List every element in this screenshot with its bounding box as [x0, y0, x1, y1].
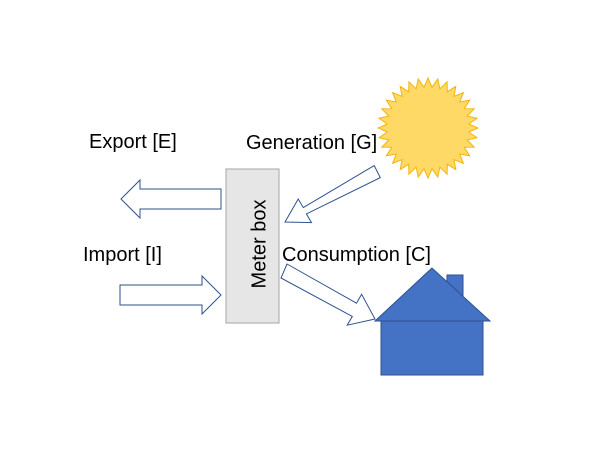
- export-arrow: [120, 178, 222, 220]
- generation-arrow: [284, 164, 381, 224]
- import-label: Import [I]: [83, 244, 162, 266]
- export-label: Export [E]: [89, 131, 177, 153]
- house-roof: [373, 267, 492, 322]
- meter-box-label: Meter box: [248, 200, 270, 289]
- consumption-arrow: [280, 263, 376, 326]
- import-arrow: [119, 274, 222, 316]
- meter-box: [225, 168, 280, 324]
- consumption-label: Consumption [C]: [282, 244, 431, 266]
- generation-label: Generation [G]: [246, 132, 377, 154]
- house-body: [380, 320, 484, 376]
- house-icon: [373, 267, 492, 376]
- sun-icon: [376, 76, 480, 180]
